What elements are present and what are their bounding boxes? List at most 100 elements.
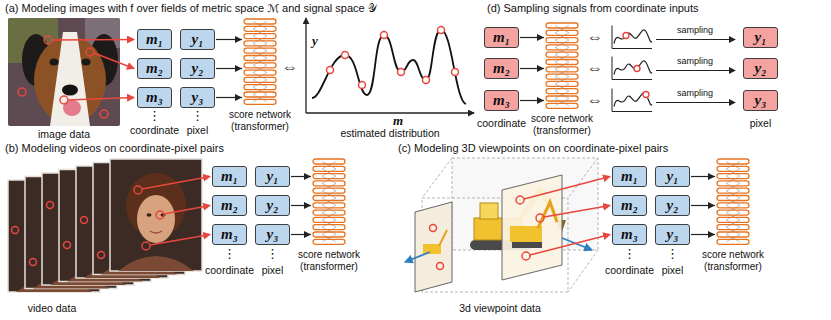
layer-bar: [313, 188, 345, 193]
sample-points: [12, 227, 19, 234]
connector-arrow: [216, 68, 242, 69]
leader-arrow: [142, 177, 210, 246]
connector-arrow: [691, 176, 715, 177]
network-wire: [555, 99, 569, 106]
coordinate-box: m₁: [484, 27, 519, 48]
connector-arrow: [691, 205, 715, 206]
network-wire: [726, 162, 740, 169]
caption-label: image data: [38, 128, 90, 140]
network-wire: [322, 169, 336, 176]
leader-arrow: [164, 206, 210, 215]
node-label: m₂: [493, 61, 510, 76]
network-wire: [253, 80, 267, 87]
caption-label: 3d viewpoint data: [459, 302, 541, 314]
network-wire: [322, 191, 336, 198]
video-frames: [8, 159, 202, 292]
network-wire: [726, 213, 740, 220]
node-label: m₁: [621, 169, 638, 184]
connector-arrow: [520, 37, 544, 38]
layer-bar: [313, 159, 345, 164]
network-wire: [253, 65, 267, 72]
video-frames: [110, 159, 202, 271]
sample-plot: [612, 89, 652, 112]
network-wire: [253, 51, 267, 58]
network-wire: [555, 91, 569, 98]
dog-photo: [62, 85, 78, 96]
network-wire: [253, 29, 267, 36]
network-wire: [726, 198, 740, 205]
layer-bar: [717, 166, 749, 171]
network-wire: [253, 51, 267, 58]
network-wire: [253, 58, 267, 65]
layer-bar: [546, 103, 578, 108]
distribution-chart: [423, 77, 430, 84]
network-wire: [253, 73, 267, 80]
equivalence-symbol: ⇔: [587, 29, 603, 45]
dog-photo: [8, 18, 120, 126]
pixel-box: y₂: [180, 58, 215, 79]
sample-points: [30, 259, 37, 266]
network-wire: [555, 47, 569, 54]
network-wire: [726, 205, 740, 212]
layer-bar: [313, 217, 345, 222]
score-network: score network (transformer): [716, 158, 750, 246]
arrow-label: sampling: [677, 89, 713, 99]
layer-bar: [244, 99, 276, 104]
node-label: m₂: [221, 198, 238, 213]
panel-title: (d) Sampling signals from coordinate inp…: [487, 2, 699, 15]
network-wire: [322, 220, 336, 227]
distribution-chart: [327, 27, 459, 89]
node-label: y₁: [267, 169, 279, 184]
coordinate-box: m₁: [137, 29, 172, 50]
sample-points: [81, 217, 88, 224]
layer-bar: [717, 217, 749, 222]
network-wire: [322, 235, 336, 242]
layer-bar: [546, 74, 578, 79]
column-label: coordinate: [130, 124, 179, 136]
pixel-box: y₂: [255, 195, 290, 216]
column-label: coordinate: [477, 117, 526, 129]
sample-plot: [634, 66, 640, 72]
caption-label: estimated distribution: [340, 127, 439, 139]
sample-plot: [612, 57, 652, 80]
layer-bar: [313, 174, 345, 179]
layer-bar: [717, 232, 749, 237]
layer-bar: [313, 196, 345, 201]
network-wire: [555, 99, 569, 106]
column-label: pixel: [187, 124, 209, 136]
sampling-arrow: [656, 39, 735, 40]
scene-3d: [480, 203, 498, 219]
network-wire: [253, 95, 267, 102]
network-wire: [555, 47, 569, 54]
network-wire: [555, 69, 569, 76]
network-wire: [322, 183, 336, 190]
layer-bar: [313, 210, 345, 215]
scene-3d: [522, 252, 530, 260]
network-wire: [253, 73, 267, 80]
network-wire: [555, 62, 569, 69]
arrow-label: sampling: [677, 57, 713, 67]
sample-points: [47, 202, 54, 209]
connector-group: [216, 38, 715, 235]
layer-bar: [546, 60, 578, 65]
sample-points: [60, 96, 68, 104]
network-wire: [253, 36, 267, 43]
scene-3d: [536, 214, 544, 222]
leader-arrow: [94, 53, 134, 69]
node-label: y₂: [755, 61, 767, 76]
ellipsis: ⋮: [666, 247, 679, 260]
node-label: score network (transformer): [695, 249, 771, 273]
pixel-box: y₁: [655, 166, 690, 187]
network-wire: [555, 47, 569, 54]
network-wire: [253, 95, 267, 102]
pixel-box: y₂: [655, 195, 690, 216]
equivalence-symbol: ⇔: [282, 59, 298, 75]
network-wire: [253, 65, 267, 72]
leader-arrow: [150, 235, 210, 246]
layer-bar: [244, 48, 276, 53]
network-wire: [253, 36, 267, 43]
network-wire: [322, 162, 336, 169]
network-wire: [253, 22, 267, 29]
network-wire: [555, 55, 569, 62]
